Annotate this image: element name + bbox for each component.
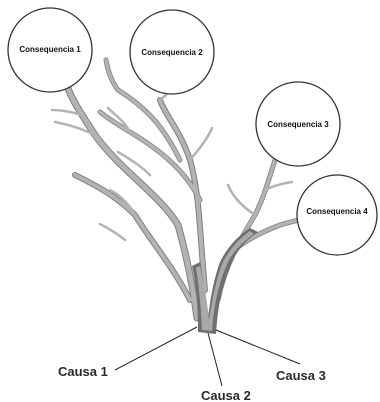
consequence-bubble-4: Consequencia 4 xyxy=(296,174,378,256)
cause-label-2: Causa 2 xyxy=(201,388,251,402)
cause-pointer-2 xyxy=(207,332,223,387)
cause-label-3: Causa 3 xyxy=(276,368,326,383)
consequence-label-1: Consequencia 1 xyxy=(19,45,81,54)
consequence-bubble-3: Consequencia 3 xyxy=(255,81,341,167)
cause-label-1: Causa 1 xyxy=(58,364,108,379)
consequence-label-2: Consequencia 2 xyxy=(141,48,203,57)
consequence-bubble-2: Consequencia 2 xyxy=(129,9,215,95)
consequence-bubble-1: Consequencia 1 xyxy=(7,7,93,93)
cause-pointer-1 xyxy=(114,326,198,371)
consequence-label-4: Consequencia 4 xyxy=(306,207,368,216)
cause-pointers xyxy=(114,326,301,387)
consequence-label-3: Consequencia 3 xyxy=(267,120,329,129)
cause-pointer-3 xyxy=(215,329,301,365)
tree-trunk xyxy=(192,228,258,334)
